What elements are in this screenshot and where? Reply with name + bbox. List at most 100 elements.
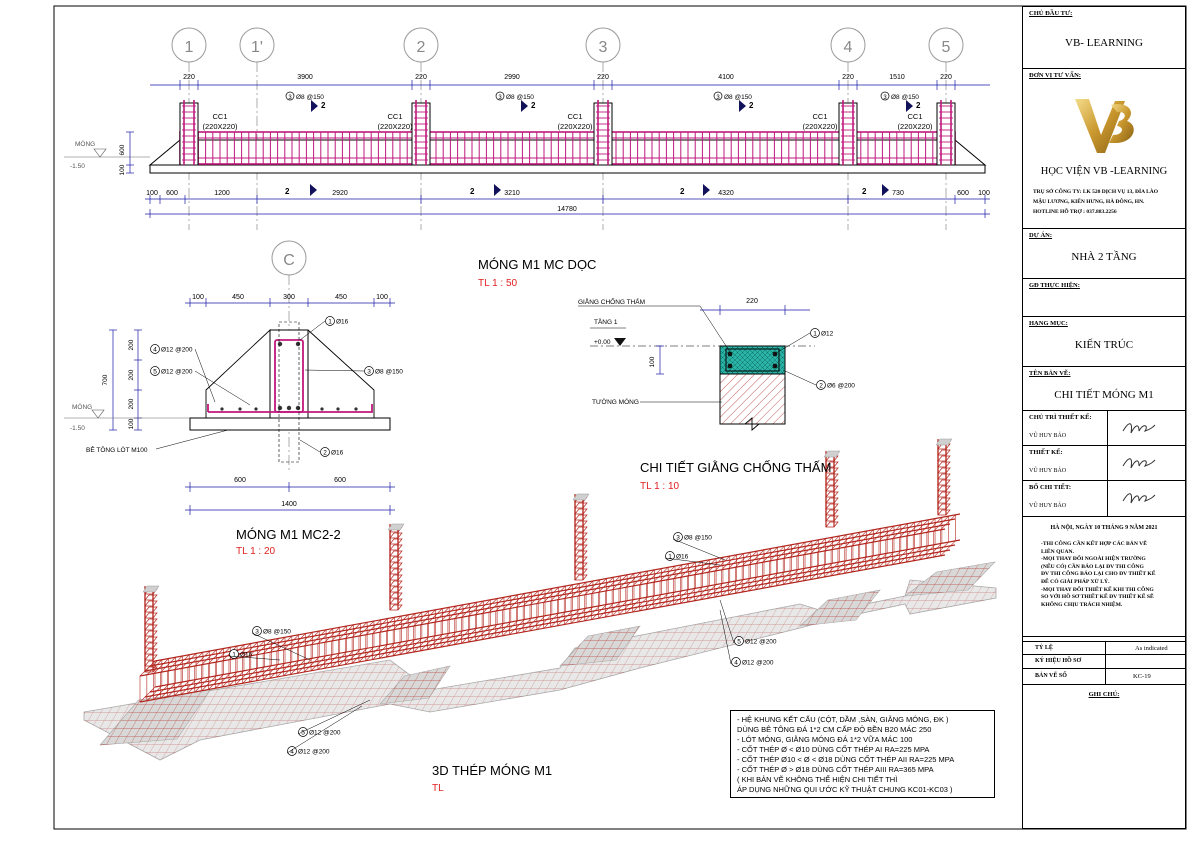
dim-text: 730 bbox=[892, 190, 904, 197]
rebar-dot bbox=[220, 407, 224, 411]
stirrup bbox=[728, 552, 744, 596]
stirrup bbox=[228, 644, 245, 687]
column-tie bbox=[574, 532, 588, 539]
dim-text: 4320 bbox=[718, 190, 734, 197]
column-tie bbox=[144, 648, 158, 655]
leader bbox=[664, 557, 721, 566]
column-tie bbox=[144, 606, 158, 613]
tb-consultant: ĐƠN VỊ TƯ VẤN: VB HỌC VIỆN VB -LEARNING … bbox=[1023, 69, 1185, 229]
stirrup bbox=[707, 556, 724, 600]
column-tie bbox=[825, 479, 839, 486]
leader bbox=[719, 609, 732, 665]
title-gct-detail: CHI TIẾT GIẰNG CHỐNG THẤM bbox=[640, 460, 831, 475]
column-cap bbox=[935, 438, 953, 446]
stirrup bbox=[160, 656, 176, 699]
lean-concrete bbox=[189, 417, 391, 431]
section-arrow bbox=[494, 184, 501, 196]
remark-line: (NẾU CÓ) CẦN BÁO LẠI ĐV THI CÔNG bbox=[1041, 563, 1144, 570]
column-tie bbox=[937, 485, 951, 492]
pad-mesh bbox=[380, 666, 450, 704]
rebar-dot bbox=[772, 363, 778, 369]
callout-text: Ø8 @150 bbox=[724, 94, 752, 101]
column-tie bbox=[825, 473, 839, 480]
column-tie bbox=[937, 491, 951, 498]
column-tie bbox=[144, 636, 158, 643]
leader bbox=[297, 699, 371, 735]
callout-bubble bbox=[150, 344, 160, 354]
stirrup bbox=[180, 652, 197, 696]
level-value: -1.50 bbox=[70, 425, 85, 432]
stirrup bbox=[652, 566, 669, 610]
column-size: (220X220) bbox=[377, 122, 413, 131]
column-tie bbox=[574, 562, 588, 569]
tb-owner: CHỦ ĐẦU TƯ: VB- LEARNING bbox=[1023, 7, 1185, 69]
stirrup bbox=[173, 654, 190, 697]
callout-num: 4 bbox=[290, 749, 294, 756]
title-section-22: MÓNG M1 MC2-2 bbox=[236, 527, 341, 542]
callout-num: 2 bbox=[819, 383, 823, 390]
stirrup bbox=[468, 600, 484, 643]
stirrup bbox=[906, 520, 922, 563]
section-tag: 2 bbox=[862, 187, 867, 196]
stirrup bbox=[201, 649, 217, 692]
tb-remarks: HÀ NỘI, NGÀY 10 THÁNG 9 NĂM 2021 -THI CÔ… bbox=[1023, 517, 1185, 637]
callout-num: 3 bbox=[676, 535, 680, 542]
section-tag: 2 bbox=[470, 187, 475, 196]
category-name: KIẾN TRÚC bbox=[1074, 339, 1134, 351]
column-tie bbox=[144, 654, 158, 661]
callout-bubble bbox=[285, 91, 295, 101]
stirrup bbox=[830, 534, 847, 577]
dim-text: 100 bbox=[119, 164, 126, 175]
stirrup bbox=[687, 560, 703, 603]
callout-num: 5 bbox=[737, 639, 741, 646]
stirrup bbox=[433, 606, 450, 649]
stirrup bbox=[399, 612, 416, 656]
callout-bubble bbox=[150, 366, 160, 376]
column-tie bbox=[574, 508, 588, 515]
dim-text: 1400 bbox=[281, 501, 297, 508]
stirrup bbox=[474, 599, 491, 642]
level-value: -1.50 bbox=[70, 163, 85, 170]
column-tie bbox=[825, 455, 839, 462]
stirrup bbox=[700, 557, 717, 601]
callout-num: 3 bbox=[288, 95, 292, 101]
callout-text: Ø8 @150 bbox=[891, 94, 919, 101]
stirrup bbox=[858, 529, 874, 572]
stirrup bbox=[214, 646, 231, 689]
section-tag: 2 bbox=[916, 101, 921, 110]
tb-file-code: KÝ HIỆU HỒ SƠ bbox=[1023, 655, 1185, 669]
stirrup bbox=[522, 590, 539, 633]
stirrup bbox=[338, 624, 354, 667]
stirrup bbox=[420, 609, 436, 652]
note-line: - LÓT MÓNG, GIẰNG MÓNG ĐÁ 1*2 VỮA MÁC 10… bbox=[737, 735, 913, 744]
stirrup bbox=[871, 526, 888, 570]
rebar-dot bbox=[295, 405, 301, 411]
callout-bubble bbox=[298, 727, 308, 737]
callout-text: Ø16 bbox=[240, 652, 253, 659]
dim-text: 220 bbox=[746, 298, 758, 305]
stirrup bbox=[776, 544, 792, 587]
foundation-wall bbox=[719, 373, 786, 425]
callout-text: Ø12 bbox=[821, 331, 834, 338]
remark-line: ĐV THI CÔNG BÁO LẠI CHO ĐV THIẾT KẾ bbox=[1041, 571, 1156, 578]
stirrup bbox=[351, 621, 368, 664]
stirrup bbox=[618, 572, 635, 616]
tb-phase: GĐ THỰC HIỆN: bbox=[1023, 279, 1185, 317]
scale-elevation: TL 1 : 50 bbox=[478, 278, 518, 289]
column-projection bbox=[278, 321, 300, 463]
dim-text: 100 bbox=[146, 190, 158, 197]
column-tie bbox=[937, 461, 951, 468]
dim-text: 600 bbox=[957, 190, 969, 197]
note-line: - CỐT THÉP Ø < Ø10 DÙNG CỐT THÉP AI RA=2… bbox=[737, 745, 930, 754]
section-arrow bbox=[906, 100, 913, 112]
callout-bubble bbox=[320, 447, 330, 457]
level-triangle bbox=[93, 148, 107, 158]
scale-3d: TL bbox=[432, 783, 444, 794]
column-tie bbox=[389, 532, 403, 539]
callout-num: 1 bbox=[668, 554, 672, 561]
pad-mesh bbox=[560, 626, 640, 666]
dim-text: 200 bbox=[128, 369, 135, 380]
dim-text: 100 bbox=[376, 294, 388, 301]
leader bbox=[228, 655, 281, 661]
signature-icon bbox=[1122, 423, 1156, 434]
